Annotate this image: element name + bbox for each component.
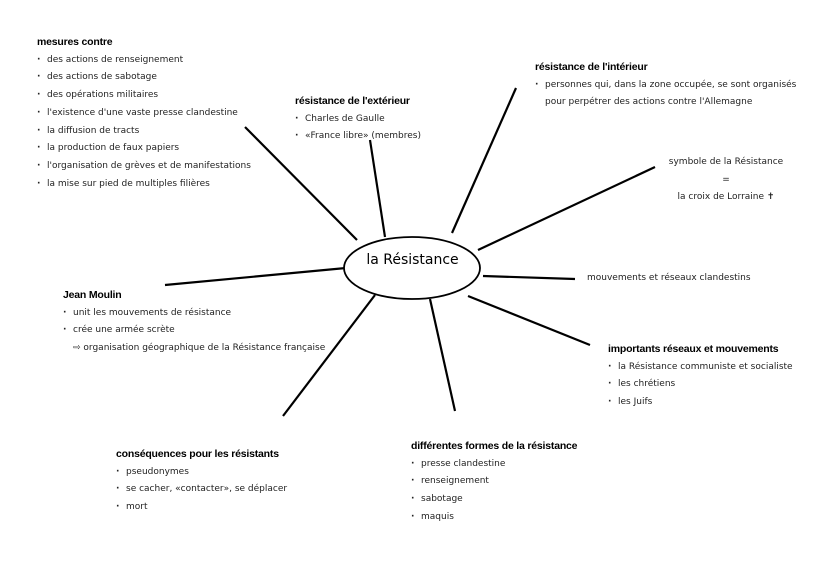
interieur-title: résistance de l'intérieur bbox=[535, 61, 648, 73]
list-item: mort bbox=[116, 499, 287, 517]
list-item: unit les mouvements de résistance bbox=[63, 305, 325, 323]
line-formes bbox=[428, 298, 457, 412]
exterieur-title: résistance de l'extérieur bbox=[295, 95, 410, 107]
list-item: des actions de sabotage bbox=[37, 69, 251, 87]
list-item: des actions de renseignement bbox=[37, 52, 251, 70]
formes-block: différentes formes de la résistance pres… bbox=[411, 438, 578, 527]
symbole-line3: la croix de Lorraine ✝ bbox=[677, 192, 775, 203]
line-mouvements bbox=[482, 274, 576, 281]
line-exterieur bbox=[368, 139, 387, 238]
list-item: renseignement bbox=[411, 473, 577, 491]
consequences-block: conséquences pour les résistants pseudon… bbox=[116, 446, 287, 517]
list-item: crée une armée scrète bbox=[63, 322, 325, 340]
list-item: l'organisation de grèves et de manifesta… bbox=[37, 158, 251, 176]
list-item: les chrétiens bbox=[608, 376, 793, 394]
list-item: sabotage bbox=[411, 491, 577, 509]
list-item: les Juifs bbox=[608, 394, 793, 412]
list-item: Charles de Gaulle bbox=[295, 111, 421, 129]
list-item: des opérations militaires bbox=[37, 87, 251, 105]
moulin-block: Jean Moulin unit les mouvements de résis… bbox=[63, 287, 325, 358]
consequences-title: conséquences pour les résistants bbox=[116, 448, 279, 460]
reseaux-block: importants réseaux et mouvements la Rési… bbox=[608, 341, 793, 412]
list-item: la Résistance communiste et socialiste bbox=[608, 359, 793, 377]
line-consequences bbox=[282, 294, 376, 417]
list-item: «France libre» (membres) bbox=[295, 128, 421, 146]
list-item: l'existence d'une vaste presse clandesti… bbox=[37, 105, 251, 123]
list-item: la mise sur pied de multiples filières bbox=[37, 176, 251, 194]
center-title: la Résistance bbox=[366, 252, 459, 268]
mouvements-label: mouvements et réseaux clandestins bbox=[587, 273, 751, 283]
list-item: presse clandestine bbox=[411, 456, 577, 474]
list-item: la production de faux papiers bbox=[37, 140, 251, 158]
line-reseaux bbox=[467, 294, 591, 347]
mesures-block: mesures contre des actions de renseignem… bbox=[37, 34, 251, 193]
arrow-right-icon: ⇨ bbox=[73, 343, 81, 354]
list-item: la diffusion de tracts bbox=[37, 123, 251, 141]
formes-title: différentes formes de la résistance bbox=[411, 440, 578, 452]
list-item: personnes qui, dans la zone occupée, se … bbox=[535, 77, 796, 95]
symbole-equals: = bbox=[722, 174, 730, 185]
list-item: pseudonymes bbox=[116, 464, 287, 482]
moulin-result: organisation géographique de la Résistan… bbox=[83, 343, 326, 354]
interieur-block: résistance de l'intérieur personnes qui,… bbox=[535, 59, 796, 112]
symbole-block: symbole de la Résistance = la croix de L… bbox=[662, 154, 790, 207]
symbole-line1: symbole de la Résistance bbox=[668, 157, 784, 167]
reseaux-title: importants réseaux et mouvements bbox=[608, 343, 779, 355]
line-moulin bbox=[164, 266, 347, 287]
list-item: maquis bbox=[411, 509, 577, 527]
center-ellipse bbox=[343, 236, 481, 300]
list-item-continuation: pour perpétrer des actions contre l'Alle… bbox=[545, 97, 753, 108]
line-symbole bbox=[477, 166, 656, 251]
moulin-title: Jean Moulin bbox=[63, 289, 122, 301]
line-mesures bbox=[244, 126, 358, 241]
list-item: se cacher, «contacter», se déplacer bbox=[116, 481, 287, 499]
line-interieur bbox=[450, 87, 518, 234]
mesures-title: mesures contre bbox=[37, 36, 113, 48]
exterieur-block: résistance de l'extérieur Charles de Gau… bbox=[295, 93, 421, 146]
